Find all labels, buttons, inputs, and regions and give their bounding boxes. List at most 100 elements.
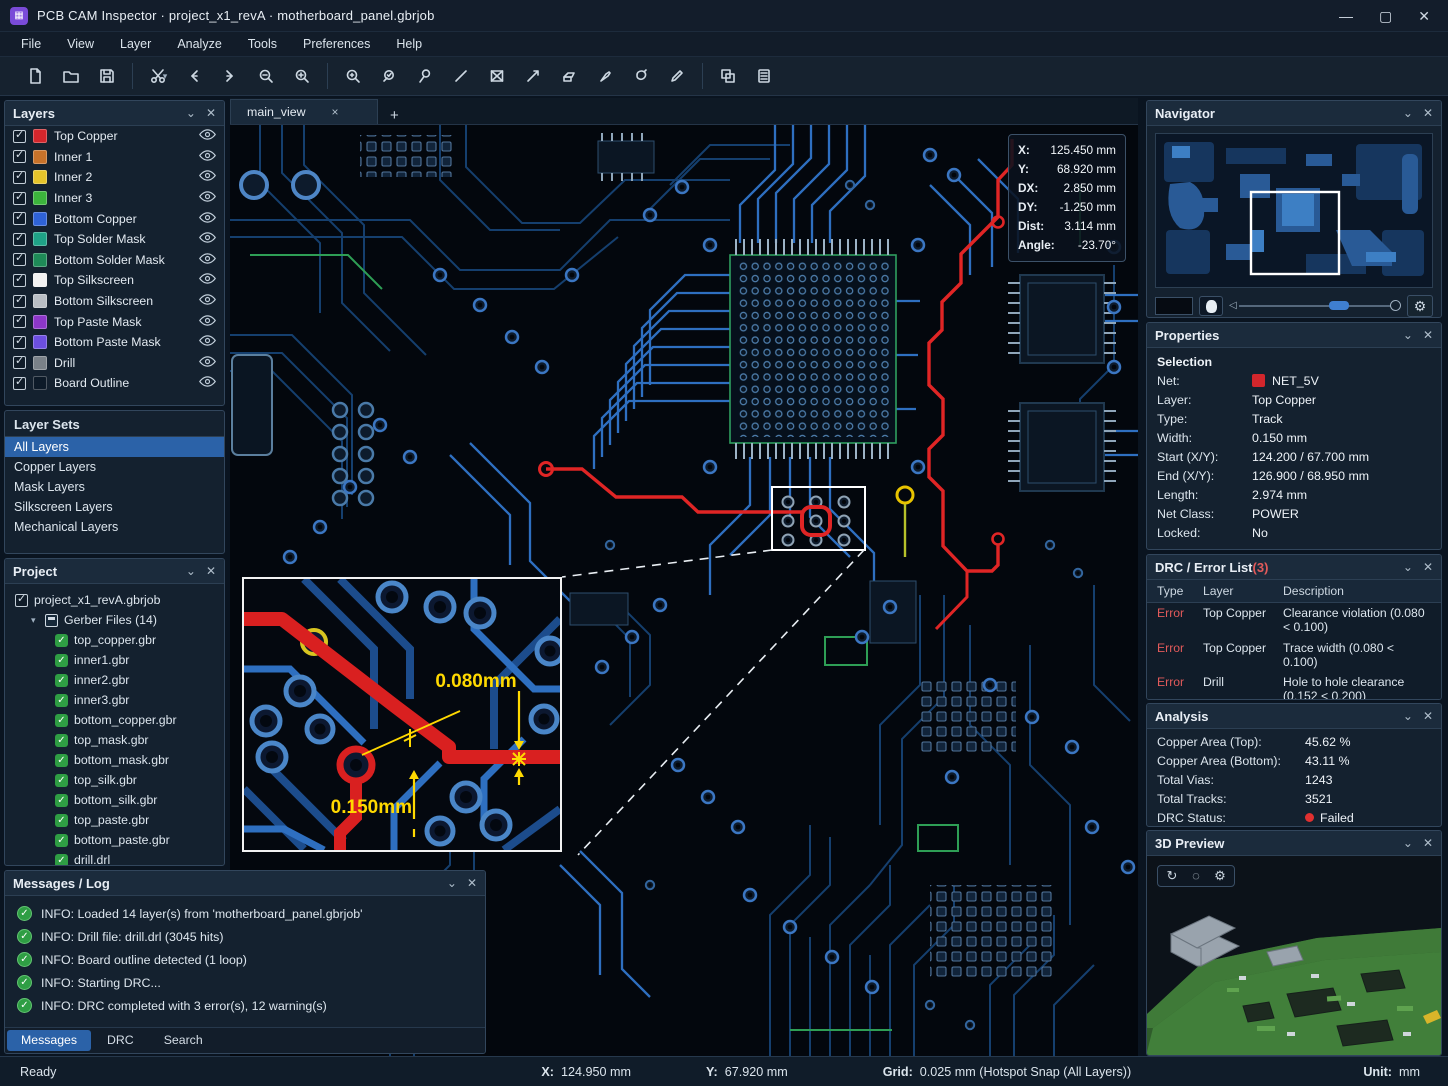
eye-icon[interactable] xyxy=(199,272,216,288)
collapse-icon[interactable]: ⌄ xyxy=(186,106,196,120)
collapse-icon[interactable]: ⌄ xyxy=(1403,106,1413,120)
new-file-button[interactable] xyxy=(20,62,50,90)
menu-item[interactable]: Tools xyxy=(237,34,288,54)
layer-visibility-checkbox[interactable] xyxy=(13,192,26,205)
eye-icon[interactable] xyxy=(199,128,216,144)
log-entry[interactable]: ✓ INFO: Drill file: drill.drl (3045 hits… xyxy=(9,925,481,948)
tab-add-button[interactable]: + xyxy=(378,107,411,124)
menu-item[interactable]: Help xyxy=(385,34,433,54)
render-settings-icon[interactable]: ⚙ xyxy=(1210,868,1230,884)
layer-color-swatch[interactable] xyxy=(33,376,47,390)
slider-right-marker[interactable] xyxy=(1390,300,1401,311)
collapse-icon[interactable]: ⌄ xyxy=(1403,560,1413,574)
project-root-checkbox[interactable] xyxy=(15,594,28,607)
probe-pen-button[interactable] xyxy=(590,62,620,90)
slider-left-arrow[interactable]: ◁ xyxy=(1229,300,1237,311)
layer-row[interactable]: Board Outline xyxy=(5,373,224,394)
lasso-select-button[interactable] xyxy=(626,62,656,90)
gerber-file-row[interactable]: ✓ bottom_mask.gbr xyxy=(9,750,220,770)
drc-error-row[interactable]: Error Top Copper Clearance violation (0.… xyxy=(1147,603,1441,637)
layer-color-swatch[interactable] xyxy=(33,150,47,164)
gerber-file-row[interactable]: ✓ bottom_paste.gbr xyxy=(9,830,220,850)
eye-icon[interactable] xyxy=(199,355,216,371)
layer-color-swatch[interactable] xyxy=(33,212,47,226)
collapse-icon[interactable]: ⌄ xyxy=(1403,328,1413,342)
eye-icon[interactable] xyxy=(199,149,216,165)
gerber-group-row[interactable]: ▾ Gerber Files (14) xyxy=(9,610,220,630)
log-entry[interactable]: ✓ INFO: DRC completed with 3 error(s), 1… xyxy=(9,994,481,1017)
menu-item[interactable]: View xyxy=(56,34,105,54)
layer-row[interactable]: Bottom Paste Mask xyxy=(5,332,224,353)
layer-color-swatch[interactable] xyxy=(33,335,47,349)
footprint-stamp-button[interactable] xyxy=(554,62,584,90)
layer-visibility-checkbox[interactable] xyxy=(13,171,26,184)
inspect-net-button[interactable] xyxy=(374,62,404,90)
layer-color-swatch[interactable] xyxy=(33,129,47,143)
layer-set-item[interactable]: Copper Layers xyxy=(5,457,224,477)
layer-color-swatch[interactable] xyxy=(33,273,47,287)
zoom-slider-thumb[interactable] xyxy=(1329,301,1349,310)
zoom-area-button[interactable] xyxy=(338,62,368,90)
collapse-icon[interactable]: ⌄ xyxy=(447,876,457,890)
layer-visibility-checkbox[interactable] xyxy=(13,150,26,163)
save-button[interactable] xyxy=(92,62,122,90)
eye-icon[interactable] xyxy=(199,314,216,330)
gerber-file-row[interactable]: ✓ inner2.gbr xyxy=(9,670,220,690)
layer-color-swatch[interactable] xyxy=(33,356,47,370)
collapse-icon[interactable]: ⌄ xyxy=(1403,709,1413,723)
zoom-out-button[interactable] xyxy=(251,62,281,90)
layer-visibility-checkbox[interactable] xyxy=(13,356,26,369)
eye-icon[interactable] xyxy=(199,293,216,309)
close-panel-icon[interactable]: ✕ xyxy=(1423,328,1433,342)
layer-color-swatch[interactable] xyxy=(33,191,47,205)
layer-visibility-checkbox[interactable] xyxy=(13,377,26,390)
zoom-slider[interactable]: ◁ xyxy=(1229,296,1401,316)
layer-row[interactable]: Inner 1 xyxy=(5,147,224,168)
menu-item[interactable]: Layer xyxy=(109,34,162,54)
measure-button[interactable] xyxy=(518,62,548,90)
eye-icon[interactable] xyxy=(199,190,216,206)
log-entry[interactable]: ✓ INFO: Starting DRC... xyxy=(9,971,481,994)
gerber-file-row[interactable]: ✓ bottom_silk.gbr xyxy=(9,790,220,810)
layer-visibility-checkbox[interactable] xyxy=(13,295,26,308)
layer-row[interactable]: Top Paste Mask xyxy=(5,311,224,332)
layer-compare-button[interactable] xyxy=(713,62,743,90)
navigator-thumbnail[interactable] xyxy=(1155,133,1433,288)
layer-row[interactable]: Top Copper xyxy=(5,126,224,147)
gerber-file-row[interactable]: ✓ drill.drl xyxy=(9,850,220,866)
close-panel-icon[interactable]: ✕ xyxy=(1423,709,1433,723)
layer-color-swatch[interactable] xyxy=(33,170,47,184)
layer-row[interactable]: Bottom Solder Mask xyxy=(5,250,224,271)
layer-set-item[interactable]: Mechanical Layers xyxy=(5,517,224,537)
collapse-icon[interactable]: ⌄ xyxy=(1403,836,1413,850)
cursor-mode-button[interactable] xyxy=(1199,296,1223,316)
gerber-file-row[interactable]: ✓ inner1.gbr xyxy=(9,650,220,670)
eye-icon[interactable] xyxy=(199,375,216,391)
log-entry[interactable]: ✓ INFO: Board outline detected (1 loop) xyxy=(9,948,481,971)
gerber-file-row[interactable]: ✓ top_silk.gbr xyxy=(9,770,220,790)
layer-color-swatch[interactable] xyxy=(33,294,47,308)
tab-close-icon[interactable]: × xyxy=(332,105,339,119)
eye-icon[interactable] xyxy=(199,211,216,227)
layer-row[interactable]: Inner 3 xyxy=(5,188,224,209)
eye-icon[interactable] xyxy=(199,252,216,268)
layer-row[interactable]: Top Silkscreen xyxy=(5,270,224,291)
close-button[interactable]: ✕ xyxy=(1418,9,1430,23)
zoom-in-button[interactable] xyxy=(287,62,317,90)
layer-visibility-checkbox[interactable] xyxy=(13,336,26,349)
layer-visibility-checkbox[interactable] xyxy=(13,233,26,246)
drc-error-row[interactable]: Error Top Copper Trace width (0.080 < 0.… xyxy=(1147,637,1441,671)
drc-error-row[interactable]: Error Drill Hole to hole clearance (0.15… xyxy=(1147,672,1441,700)
layer-visibility-checkbox[interactable] xyxy=(13,274,26,287)
close-panel-icon[interactable]: ✕ xyxy=(206,106,216,120)
collapse-icon[interactable]: ⌄ xyxy=(186,564,196,578)
gerber-file-row[interactable]: ✓ top_copper.gbr xyxy=(9,630,220,650)
maximize-button[interactable]: ▢ xyxy=(1379,9,1392,23)
close-panel-icon[interactable]: ✕ xyxy=(1423,560,1433,574)
layer-row[interactable]: Inner 2 xyxy=(5,167,224,188)
orbit-icon[interactable]: ◌ xyxy=(1186,868,1206,884)
tab-drc[interactable]: DRC xyxy=(93,1030,148,1051)
menu-item[interactable]: Preferences xyxy=(292,34,381,54)
layer-set-item-selected[interactable]: All Layers xyxy=(5,437,224,457)
log-entry[interactable]: ✓ INFO: Loaded 14 layer(s) from 'motherb… xyxy=(9,902,481,925)
